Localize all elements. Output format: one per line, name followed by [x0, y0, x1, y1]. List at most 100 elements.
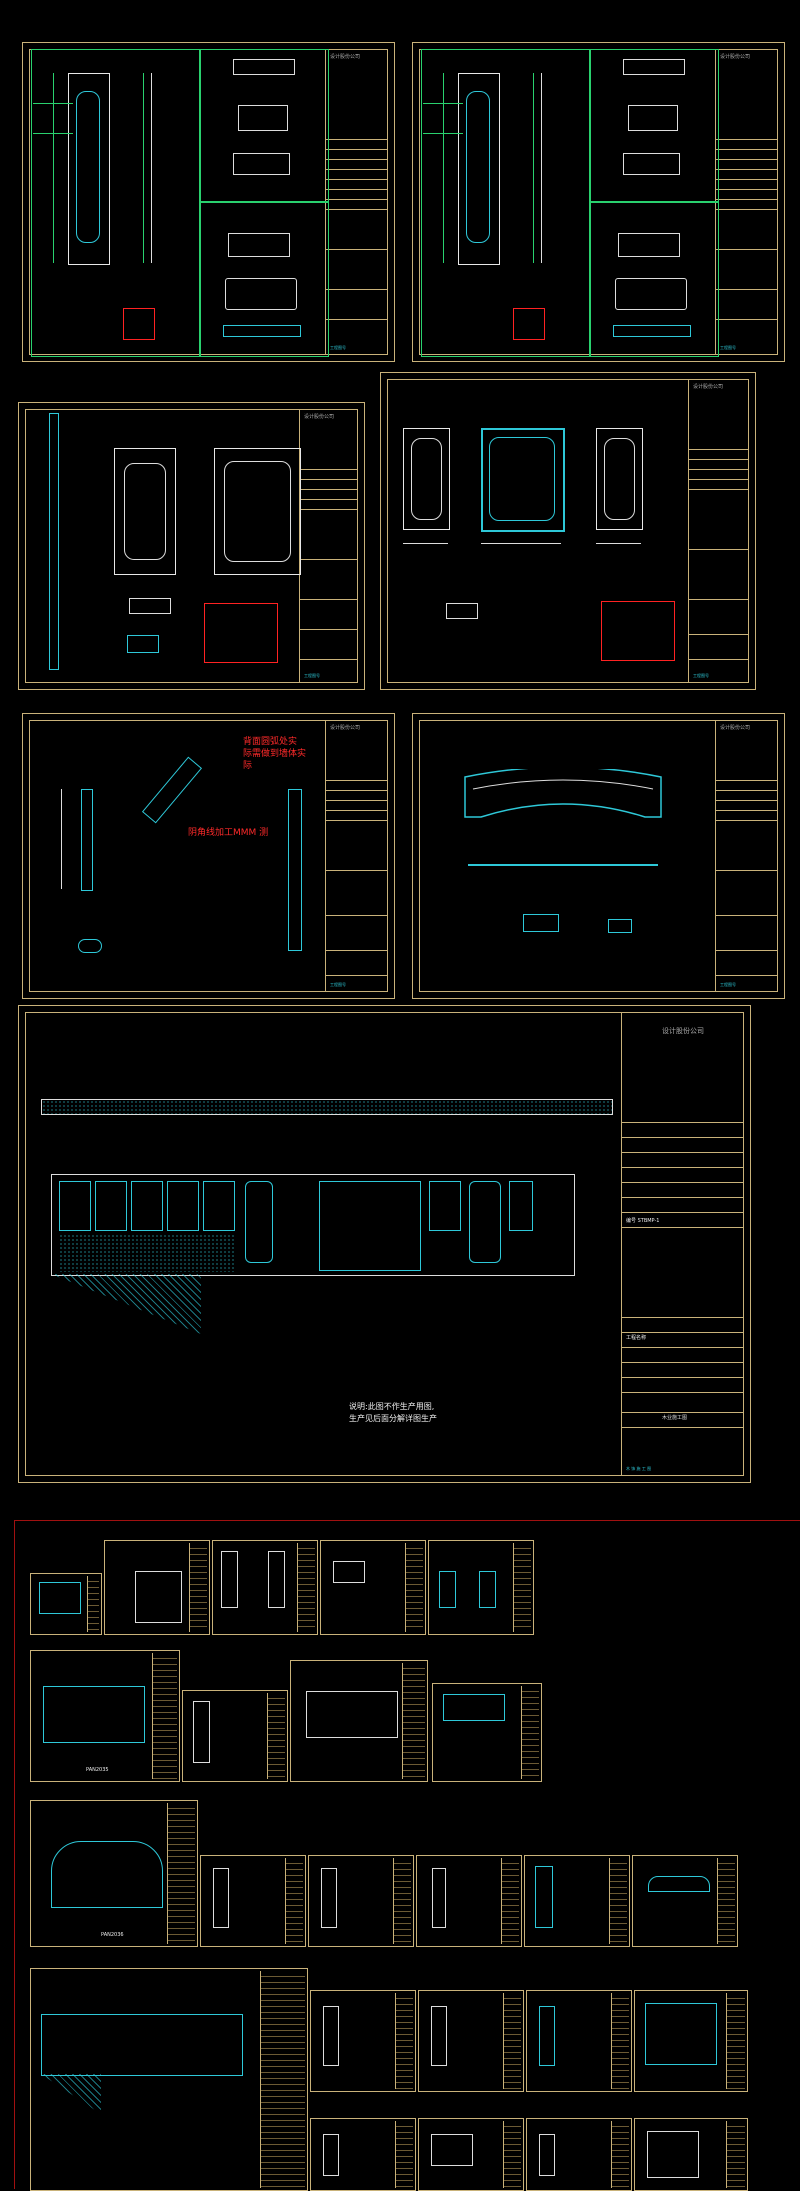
profile-detail [129, 598, 171, 614]
wall-panel-8 [469, 1181, 501, 1263]
view-frame-top-right [589, 49, 719, 203]
detail-callout [204, 603, 278, 663]
wall-panel-6 [245, 1181, 273, 1263]
thumb-b3[interactable] [290, 1660, 428, 1782]
panel-c [596, 428, 643, 530]
drawing-sheet-2[interactable]: 设计股份公司 工程图号 [412, 42, 785, 362]
thumb-b2[interactable] [182, 1690, 288, 1782]
title-block-header: 设计股份公司 [720, 54, 751, 60]
panel-inset-a [124, 463, 166, 560]
view-frame-left [31, 49, 201, 357]
title-block-footer: 工程图号 [304, 673, 320, 678]
sheet-inner-frame [25, 409, 358, 683]
title-block-footer: 工程图号 [693, 673, 709, 678]
thumb-e4[interactable] [634, 2118, 748, 2191]
thumb-d3[interactable] [418, 1990, 524, 2092]
view-frame-left [421, 49, 591, 357]
view-frame-top-right [199, 49, 329, 203]
thumb-e2[interactable] [418, 2118, 524, 2191]
wall-panel-5 [203, 1181, 235, 1231]
profile-detail-cy [127, 635, 159, 653]
thumb-d4[interactable] [526, 1990, 632, 2092]
sheet-inner-frame [29, 720, 388, 992]
drawing-sheet-large[interactable]: 设计股份公司 编号 STBMP-1 工程名称 木业施工图 木 饰 施 工 图 说… [18, 1005, 751, 1483]
thumb-c5[interactable] [524, 1855, 630, 1947]
panel-a [403, 428, 450, 530]
title-block: 设计股份公司 工程图号 [715, 720, 778, 992]
section-a [618, 233, 680, 257]
wall-panel-3 [131, 1181, 163, 1231]
view-frame-bottom-right [199, 201, 329, 357]
thumb-a1[interactable] [30, 1573, 102, 1635]
profile-lower [233, 153, 290, 175]
wall-panel-1 [59, 1181, 91, 1231]
drawing-sheet-6[interactable]: 设计股份公司 工程图号 [412, 713, 785, 999]
column-left [81, 789, 93, 891]
detail-callout [123, 308, 155, 340]
thumb-d1[interactable] [30, 1968, 308, 2191]
thumb-d2[interactable] [310, 1990, 416, 2092]
title-block-header: 设计股份公司 [693, 384, 724, 390]
panel-inset-b [224, 461, 291, 562]
tall-panel-inset [76, 91, 100, 243]
drawing-sheet-4[interactable]: 设计股份公司 工程图号 [380, 372, 756, 690]
thumb-e1[interactable] [310, 2118, 416, 2191]
detail-callout [513, 308, 545, 340]
thumb-c2[interactable] [200, 1855, 306, 1947]
thumb-c6[interactable] [632, 1855, 738, 1947]
thumb-e3[interactable] [526, 2118, 632, 2191]
panel-a-inset [411, 438, 442, 520]
drawing-sheet-1[interactable]: 设计股份公司 工程图号 [22, 42, 395, 362]
thumb-a2[interactable] [104, 1540, 210, 1635]
fireplace-surround [319, 1181, 421, 1271]
base-profile [613, 325, 691, 337]
title-block-header: 设计股份公司 [330, 54, 361, 60]
drawing-sheet-3[interactable]: 设计股份公司 工程图号 [18, 402, 365, 690]
small-detail [78, 939, 102, 953]
section-a [228, 233, 290, 257]
title-block: 设计股份公司 工程图号 [715, 49, 778, 355]
title-block-header: 设计股份公司 [720, 725, 751, 731]
panel-elevation-a [114, 448, 176, 575]
profile-mid [628, 105, 678, 131]
thumb-c1[interactable]: PAN2036 [30, 1800, 198, 1947]
wall-panel-9 [509, 1181, 533, 1231]
overview-label-1: PAN2035 [86, 1767, 109, 1773]
tall-panel [68, 73, 110, 265]
thumb-a3[interactable] [212, 1540, 318, 1635]
thumb-a5[interactable] [428, 1540, 534, 1635]
overview-separator-v [14, 1520, 15, 2189]
thumb-b1[interactable]: PAN2035 [30, 1650, 180, 1782]
thumb-c3[interactable] [308, 1855, 414, 1947]
tall-panel-inset [466, 91, 490, 243]
title-block-header: 设计股份公司 [330, 725, 361, 731]
overview-separator [14, 1520, 800, 1521]
sheet-inner-frame [25, 1012, 744, 1476]
ceiling-section [41, 1099, 613, 1115]
annotation-red-top: 背面圆弧处实 际需做到墙体实 际 [243, 737, 307, 771]
panel-c-inset [604, 438, 635, 520]
panel-b-inset [489, 437, 555, 521]
title-block-footer: 木 饰 施 工 图 [626, 1466, 652, 1471]
profile-mid [238, 105, 288, 131]
thumb-c4[interactable] [416, 1855, 522, 1947]
title-block-header: 设计股份公司 [304, 414, 335, 420]
title-block-footer: 工程图号 [330, 982, 346, 987]
base-profile [223, 325, 301, 337]
detail-callout [601, 601, 675, 661]
wall-panel-7 [429, 1181, 461, 1231]
stamp-text: 木业施工图 [662, 1415, 688, 1421]
profile-lower [623, 153, 680, 175]
rail-detail [523, 914, 559, 932]
project-label: 工程名称 [626, 1335, 647, 1341]
view-frame-bottom-right [589, 201, 719, 357]
thumb-d5[interactable] [634, 1990, 748, 2092]
title-block: 设计股份公司 工程图号 [688, 379, 749, 683]
profile-top [233, 59, 295, 75]
thumb-b4[interactable] [432, 1683, 542, 1782]
section-b [615, 278, 687, 310]
title-block-footer: 工程图号 [720, 345, 736, 350]
thumb-a4[interactable] [320, 1540, 426, 1635]
sheet-inner-frame [387, 379, 749, 683]
drawing-sheet-5[interactable]: 设计股份公司 工程图号 背面圆弧处实 际需做到墙体实 际 阴角线加工MMM 测 [22, 713, 395, 999]
